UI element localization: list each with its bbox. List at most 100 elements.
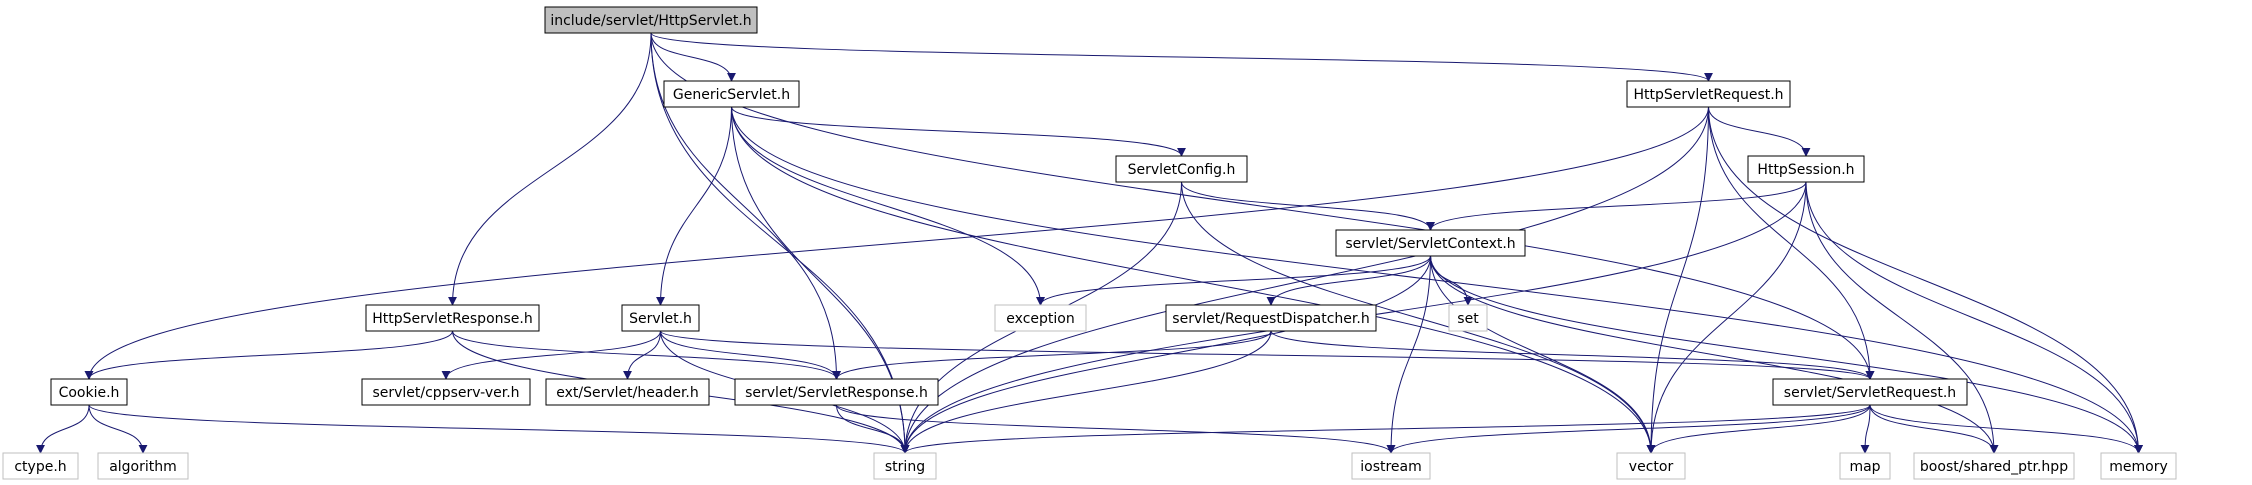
node-httpservletresponse-label: HttpServletResponse.h <box>372 311 533 327</box>
node-httpservletrequest-label: HttpServletRequest.h <box>1633 87 1783 103</box>
node-httpsession-label: HttpSession.h <box>1757 162 1854 178</box>
node-vector-label: vector <box>1629 459 1674 475</box>
node-memory: memory <box>2100 452 2177 480</box>
edge-genericservlet-to-servlet <box>656 106 732 306</box>
edge-requestdispatcher-to-string <box>900 330 1272 454</box>
edge-requestdispatcher-to-servletresponse <box>832 330 1272 380</box>
node-sharedptr: boost/shared_ptr.hpp <box>1913 452 2075 480</box>
edge-httpsession-to-vector <box>1646 181 1807 454</box>
edge-servletcontext-to-sharedptr <box>1430 255 1999 454</box>
edge-httpservletrequest-to-servletrequest <box>1708 106 1875 380</box>
edge-servletcontext-to-string <box>900 255 1431 454</box>
node-string-label: string <box>885 459 925 475</box>
node-servletconfig-label: ServletConfig.h <box>1128 162 1236 178</box>
edge-httpservletresponse-to-cookie <box>84 330 453 380</box>
node-memory-box <box>2100 452 2177 480</box>
edge-servletresponse-to-string <box>836 404 910 454</box>
node-string-box <box>873 452 937 480</box>
node-map: map <box>1839 452 1891 480</box>
node-iostream: iostream <box>1351 452 1431 480</box>
node-set: set <box>1448 304 1488 332</box>
edge-httpservletrequest-to-string <box>900 106 1709 454</box>
edge-httpservlet-to-httpservletrequest <box>650 32 1713 82</box>
node-servlet-box <box>621 304 700 332</box>
edge-cookie-to-string <box>88 404 910 454</box>
edge-servletrequest-to-sharedptr <box>1869 404 1999 454</box>
node-httpsession[interactable]: HttpSession.h <box>1747 155 1865 183</box>
edge-httpsession-to-sharedptr <box>1805 181 1999 454</box>
node-iostream-label: iostream <box>1360 459 1422 475</box>
edge-servletrequest-to-memory <box>1869 404 2143 454</box>
node-genericservlet-box <box>663 80 800 108</box>
edge-genericservlet-to-exception <box>731 106 1045 306</box>
node-cppservver-box <box>361 378 531 406</box>
node-algorithm-label: algorithm <box>109 459 177 475</box>
edge-httpservlet-to-httpservletresponse <box>448 32 652 306</box>
edge-servlet-to-servletresponse <box>660 330 841 380</box>
node-servletconfig[interactable]: ServletConfig.h <box>1115 155 1248 183</box>
node-requestdispatcher-box <box>1165 304 1377 332</box>
node-httpservlet: include/servlet/HttpServlet.h <box>544 6 758 34</box>
node-servletcontext[interactable]: servlet/ServletContext.h <box>1335 229 1526 257</box>
edge-httpsession-to-memory <box>1805 181 2143 454</box>
node-servletrequest-label: servlet/ServletRequest.h <box>1784 385 1956 401</box>
node-genericservlet[interactable]: GenericServlet.h <box>663 80 800 108</box>
node-requestdispatcher[interactable]: servlet/RequestDispatcher.h <box>1165 304 1377 332</box>
node-string: string <box>873 452 937 480</box>
node-ctype-label: ctype.h <box>14 459 66 475</box>
node-ctype-box <box>2 452 79 480</box>
node-httpservletrequest[interactable]: HttpServletRequest.h <box>1626 80 1791 108</box>
node-servletcontext-box <box>1335 229 1526 257</box>
edge-servletrequest-to-iostream <box>1386 404 1871 454</box>
edge-requestdispatcher-to-servletrequest <box>1270 330 1875 380</box>
node-servletrequest-box <box>1772 378 1968 406</box>
edge-servlet-to-header <box>623 330 661 380</box>
node-servlet[interactable]: Servlet.h <box>621 304 700 332</box>
node-map-box <box>1839 452 1891 480</box>
node-servletresponse[interactable]: servlet/ServletResponse.h <box>734 378 939 406</box>
node-httpservlet-box <box>544 6 758 34</box>
node-httpsession-box <box>1747 155 1865 183</box>
node-algorithm-box <box>97 452 189 480</box>
node-exception: exception <box>994 304 1087 332</box>
node-httpservlet-label: include/servlet/HttpServlet.h <box>550 13 751 29</box>
edge-httpservlet-to-genericservlet <box>650 32 736 82</box>
node-sharedptr-label: boost/shared_ptr.hpp <box>1920 459 2068 475</box>
node-vector: vector <box>1616 452 1686 480</box>
node-servlet-label: Servlet.h <box>629 311 692 327</box>
node-map-label: map <box>1849 459 1880 475</box>
edge-servletcontext-to-requestdispatcher <box>1266 255 1431 306</box>
edge-cookie-to-ctype <box>36 404 90 454</box>
nodes-layer: include/servlet/HttpServlet.hGenericServ… <box>2 6 2177 480</box>
edge-httpsession-to-servletcontext <box>1426 181 1807 231</box>
edge-genericservlet-to-vector <box>731 106 1656 454</box>
node-header[interactable]: ext/Servlet/header.h <box>545 378 710 406</box>
node-set-box <box>1448 304 1488 332</box>
edge-httpservletrequest-to-vector <box>1646 106 1709 454</box>
edge-servletcontext-to-memory <box>1430 255 2143 454</box>
edge-genericservlet-to-servletconfig <box>731 106 1186 157</box>
node-cookie-box <box>50 378 128 406</box>
edge-servletcontext-to-iostream <box>1386 255 1431 454</box>
node-httpservletresponse-box <box>365 304 540 332</box>
node-cppservver[interactable]: servlet/cppserv-ver.h <box>361 378 531 406</box>
node-header-label: ext/Servlet/header.h <box>556 385 698 401</box>
node-httpservletresponse[interactable]: HttpServletResponse.h <box>365 304 540 332</box>
edge-servletrequest-to-string <box>900 404 1871 454</box>
node-memory-label: memory <box>2109 459 2168 475</box>
node-servletcontext-label: servlet/ServletContext.h <box>1345 236 1515 252</box>
node-exception-box <box>994 304 1087 332</box>
edge-httpservletrequest-to-memory <box>1708 106 2143 454</box>
node-servletrequest[interactable]: servlet/ServletRequest.h <box>1772 378 1968 406</box>
edge-servlet-to-servletrequest <box>660 330 1875 380</box>
edge-servletresponse-to-iostream <box>836 404 1396 454</box>
node-requestdispatcher-label: servlet/RequestDispatcher.h <box>1172 311 1369 327</box>
edge-servletrequest-to-map <box>1860 404 1871 454</box>
node-cookie[interactable]: Cookie.h <box>50 378 128 406</box>
edge-httpservlet-to-servletresponse <box>650 32 841 380</box>
node-genericservlet-label: GenericServlet.h <box>673 87 790 103</box>
edge-httpservletrequest-to-httpsession <box>1708 106 1811 157</box>
node-ctype: ctype.h <box>2 452 79 480</box>
edge-cookie-to-algorithm <box>88 404 148 454</box>
